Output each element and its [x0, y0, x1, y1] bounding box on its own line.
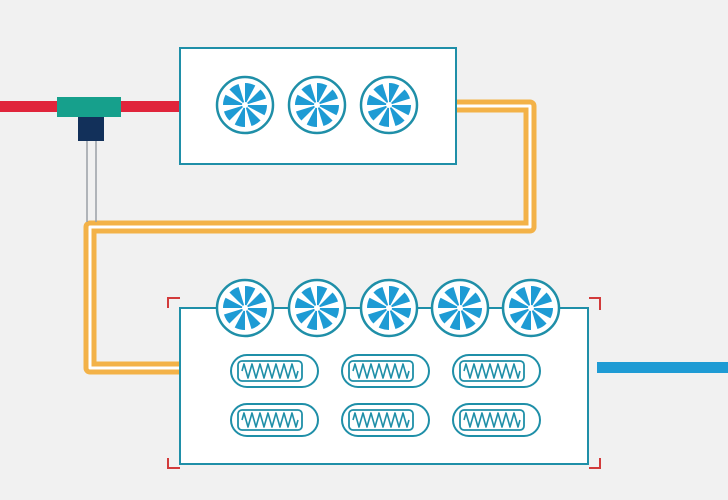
pipe-warm-loop-core: [88, 104, 532, 370]
pipe-cold-outlet: [597, 362, 728, 373]
bracket-top-left: [167, 297, 180, 308]
t-junction-valve-icon: [57, 97, 121, 141]
valve-stem: [78, 117, 104, 141]
corner-brackets: [167, 297, 601, 469]
heating-coil-icon: [452, 354, 541, 388]
bracket-bottom-left: [167, 458, 180, 469]
heating-coil-icon: [230, 354, 319, 388]
heating-coil-icon: [230, 403, 319, 437]
heating-coil-icon: [341, 403, 430, 437]
heating-coil-icon: [452, 403, 541, 437]
heating-coil-icon: [341, 354, 430, 388]
valve-body: [57, 97, 121, 117]
bracket-top-right: [589, 297, 601, 310]
bracket-bottom-right: [589, 458, 601, 469]
